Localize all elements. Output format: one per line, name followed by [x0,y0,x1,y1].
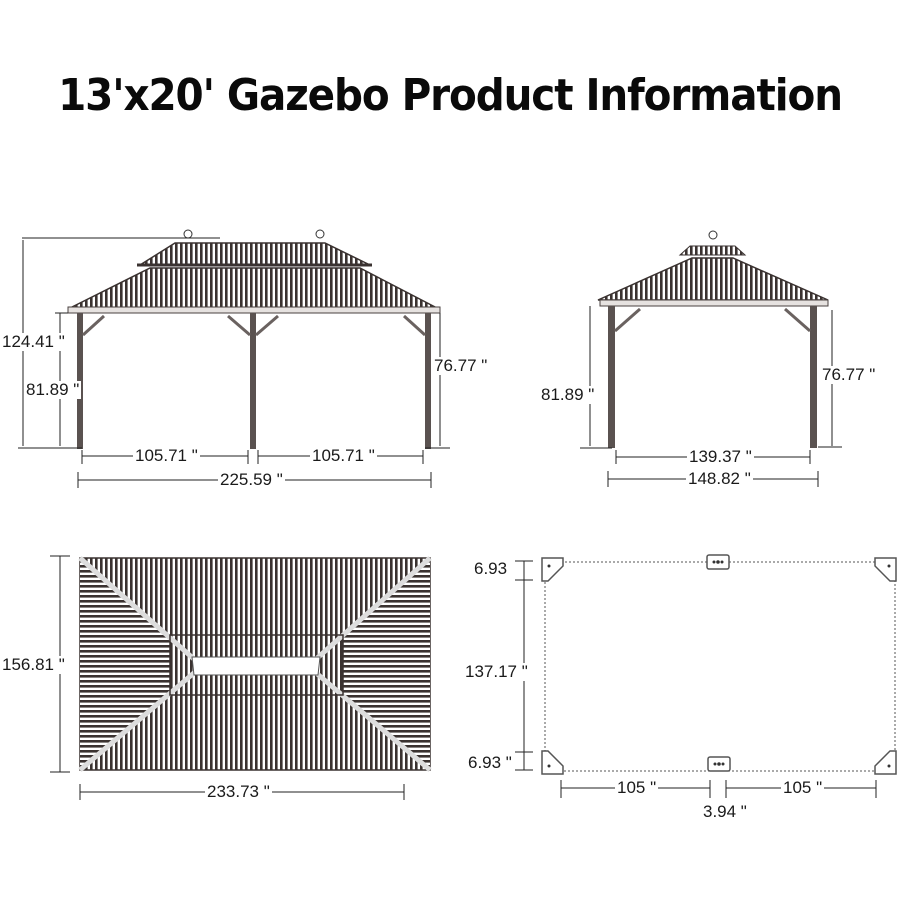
front-post-height-left-label: 81.89 " [24,380,82,399]
page-title: 13'x20' Gazebo Product Information [58,70,843,121]
base-corner-bottom-label: 6.93 " [466,753,514,772]
base-plan [515,554,897,798]
front-total-height-label: 124.41 " [0,332,67,351]
side-post-height-right-label: 76.77 " [820,365,878,384]
base-span-right-label: 105 " [781,778,825,797]
front-view [18,229,450,488]
top-view [50,555,432,800]
front-span-left-label: 105.71 " [133,446,200,465]
top-depth-label: 156.81 " [0,655,67,674]
side-view [580,230,842,487]
side-post-height-left-label: 81.89 " [539,385,597,404]
base-corner-top-label: 6.93 [472,559,510,578]
side-inner-width-label: 139.37 " [687,447,754,466]
side-overall-width-label: 148.82 " [686,469,753,488]
base-inner-depth-label: 137.17 " [463,662,530,681]
front-span-right-label: 105.71 " [310,446,377,465]
top-width-label: 233.73 " [205,782,272,801]
front-post-height-right-label: 76.77 " [432,356,490,375]
base-center-post-label: 3.94 " [701,802,749,821]
front-overall-width-label: 225.59 " [218,470,285,489]
base-span-left-label: 105 " [615,778,659,797]
